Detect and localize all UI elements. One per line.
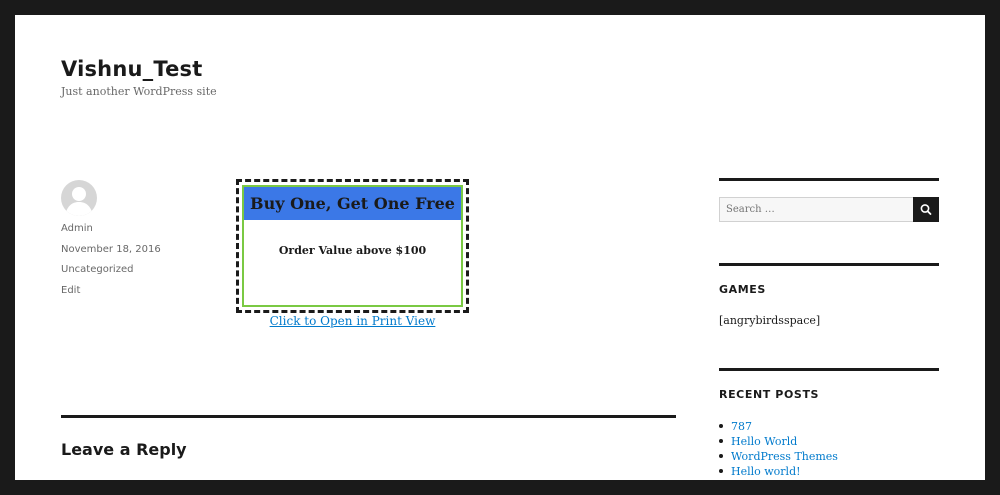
content-divider	[61, 415, 676, 418]
avatar-person-icon	[65, 187, 93, 216]
print-view-link[interactable]: Click to Open in Print View	[269, 314, 436, 328]
games-widget-title: GAMES	[719, 283, 766, 296]
site-title[interactable]: Vishnu_Test	[61, 57, 203, 81]
post-date-link[interactable]: November 18, 2016	[61, 244, 161, 255]
list-item: 787	[719, 419, 838, 434]
coupon-dashed-border: Buy One, Get One Free Order Value above …	[236, 179, 469, 313]
list-item: WordPress Themes	[719, 449, 838, 464]
recent-post-link[interactable]: WordPress Themes	[731, 450, 838, 463]
games-shortcode: [angrybirdsspace]	[719, 314, 821, 327]
post-edit-link[interactable]: Edit	[61, 285, 81, 296]
leave-reply-heading: Leave a Reply	[61, 440, 187, 459]
recent-posts-widget-title: RECENT POSTS	[719, 388, 820, 401]
page: Vishnu_Test Just another WordPress site …	[15, 15, 985, 480]
bullet-icon	[719, 439, 723, 443]
coupon-card: Buy One, Get One Free Order Value above …	[242, 185, 463, 307]
recent-post-link[interactable]: Hello world!	[731, 465, 801, 478]
bullet-icon	[719, 424, 723, 428]
recent-posts-list: 787 Hello World WordPress Themes Hello w…	[719, 419, 838, 479]
search-input[interactable]	[720, 198, 914, 221]
bullet-icon	[719, 454, 723, 458]
list-item: Hello world!	[719, 464, 838, 479]
search-icon	[920, 204, 932, 215]
sidebar-divider	[719, 368, 939, 371]
post-category-link[interactable]: Uncategorized	[61, 264, 134, 275]
recent-post-link[interactable]: 787	[731, 420, 752, 433]
coupon-offer-text: Order Value above $100	[278, 244, 427, 257]
post-author-link[interactable]: Admin	[61, 223, 93, 234]
author-avatar	[61, 180, 97, 216]
list-item: Hello World	[719, 434, 838, 449]
sidebar-divider	[719, 263, 939, 266]
search-form	[719, 197, 939, 222]
sidebar-divider	[719, 178, 939, 181]
coupon-headline: Buy One, Get One Free	[244, 187, 461, 220]
site-description: Just another WordPress site	[61, 85, 217, 98]
recent-post-link[interactable]: Hello World	[731, 435, 798, 448]
search-button[interactable]	[913, 197, 939, 222]
bullet-icon	[719, 469, 723, 473]
